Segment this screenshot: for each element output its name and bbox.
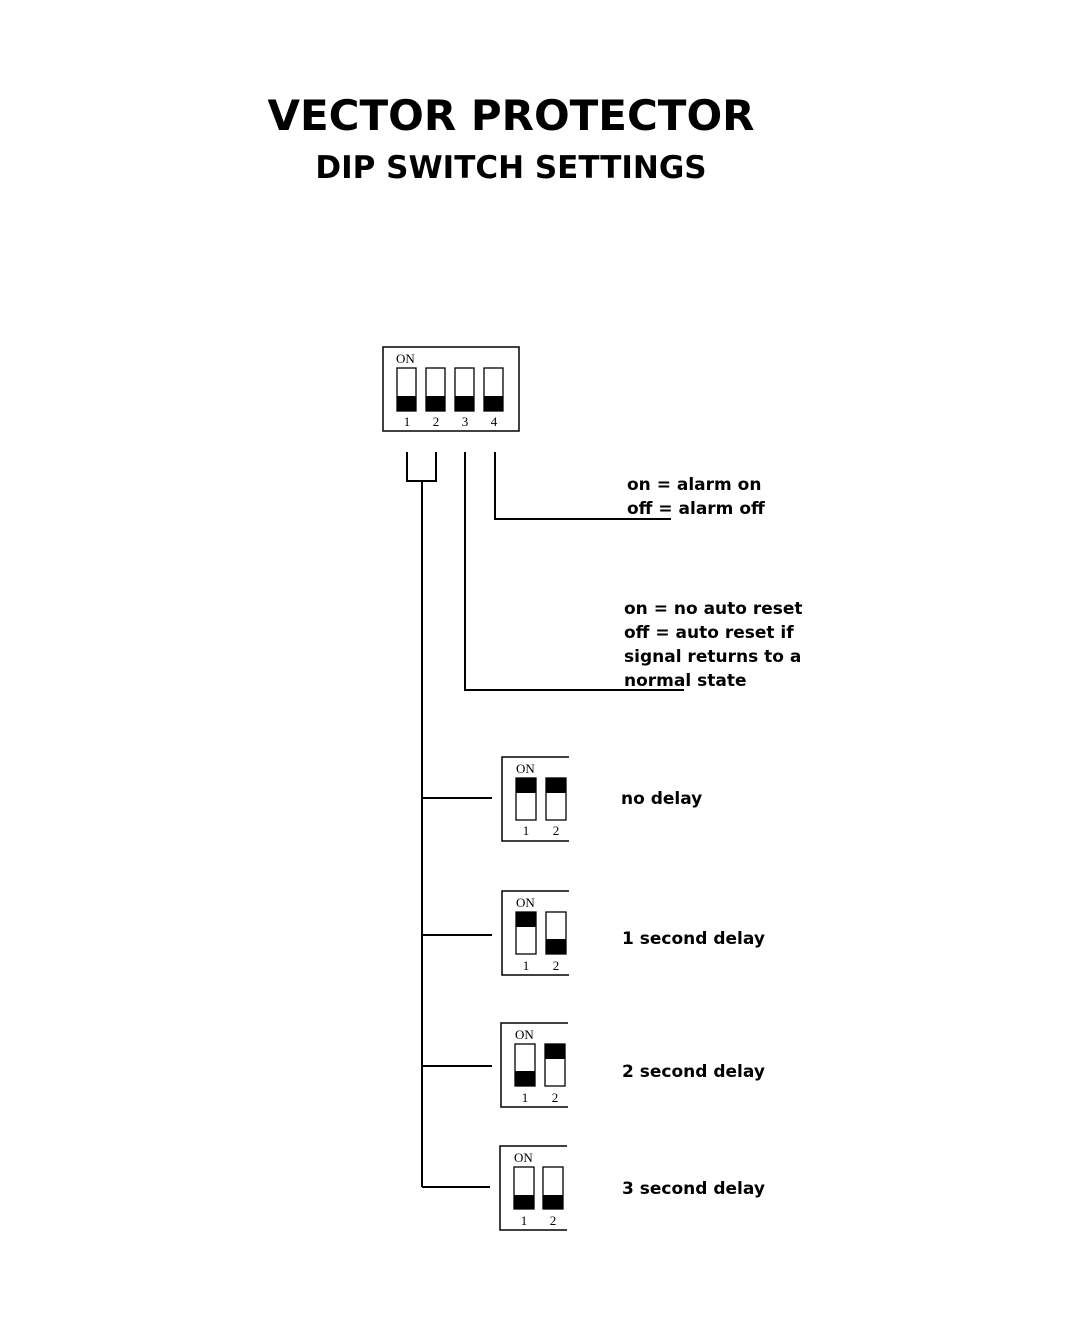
main-switch-1-number: 1 (404, 414, 411, 429)
main-switch-1: 1 (396, 367, 417, 429)
main-dip-switch: ON 1 2 3 4 (382, 346, 520, 432)
delay-1s-switch-1-knob (516, 912, 536, 927)
switch-4-note-off: off = alarm off (627, 499, 765, 519)
delay-no-on-label: ON (516, 761, 535, 776)
delay-option-1-second: ON 1 2 1 second delay (501, 890, 765, 976)
switch-3-note-line-1: on = no auto reset (624, 599, 803, 619)
switch-3-note-line-4: normal state (624, 671, 746, 691)
delay-3s-switch-2-knob (543, 1195, 563, 1209)
delay-2s-switch-2-knob (545, 1044, 565, 1059)
switch-4-notes: on = alarm on off = alarm off (627, 475, 765, 519)
main-switch-2-number: 2 (433, 414, 440, 429)
delay-option-2-second: ON 1 2 2 second delay (500, 1022, 765, 1108)
main-switch-4-knob (484, 396, 503, 411)
delay-2s-number-1: 1 (522, 1090, 529, 1105)
switch-4-note-on: on = alarm on (627, 475, 761, 495)
delay-1s-switch-2-knob (546, 939, 566, 954)
page-title: VECTOR PROTECTOR (267, 91, 754, 140)
main-switch-3: 3 (454, 367, 475, 429)
main-switch-on-label: ON (396, 351, 415, 366)
switch-3-note-line-2: off = auto reset if (624, 623, 794, 643)
switch-3-notes: on = no auto reset off = auto reset if s… (624, 599, 803, 691)
delay-1s-on-label: ON (516, 895, 535, 910)
delay-1s-label: 1 second delay (622, 929, 765, 949)
main-switch-1-knob (397, 396, 416, 411)
delay-3s-label: 3 second delay (622, 1179, 765, 1199)
delay-option-3-second: ON 1 2 3 second delay (499, 1145, 765, 1231)
switch-3-note-line-3: signal returns to a (624, 647, 801, 667)
delay-no-number-2: 2 (553, 823, 560, 838)
delay-3s-number-2: 2 (550, 1213, 557, 1228)
delay-no-switch-2-knob (546, 778, 566, 793)
delay-2s-on-label: ON (515, 1027, 534, 1042)
switch-1-2-bracket (406, 452, 437, 482)
switch-4-leader (494, 452, 671, 520)
delay-option-no-delay: ON 1 2 no delay (501, 756, 702, 842)
delay-no-number-1: 1 (523, 823, 530, 838)
delay-2s-number-2: 2 (552, 1090, 559, 1105)
delay-1s-number-1: 1 (523, 958, 530, 973)
connector-wires (406, 452, 684, 1188)
delay-3s-number-1: 1 (521, 1213, 528, 1228)
main-switch-4: 4 (483, 367, 504, 429)
delay-1s-number-2: 2 (553, 958, 560, 973)
delay-2s-switch-1-knob (515, 1071, 535, 1086)
switch-3-leader (464, 452, 684, 691)
delay-no-switch-1-knob (516, 778, 536, 793)
main-switch-2-knob (426, 396, 445, 411)
main-switch-3-number: 3 (462, 414, 469, 429)
delay-2s-label: 2 second delay (622, 1062, 765, 1082)
page-subtitle: DIP SWITCH SETTINGS (315, 150, 706, 186)
main-switch-4-number: 4 (491, 414, 498, 429)
delay-3s-on-label: ON (514, 1150, 533, 1165)
delay-no-label: no delay (621, 789, 702, 809)
delay-3s-switch-1-knob (514, 1195, 534, 1209)
main-switch-3-knob (455, 396, 474, 411)
main-switch-2: 2 (425, 367, 446, 429)
